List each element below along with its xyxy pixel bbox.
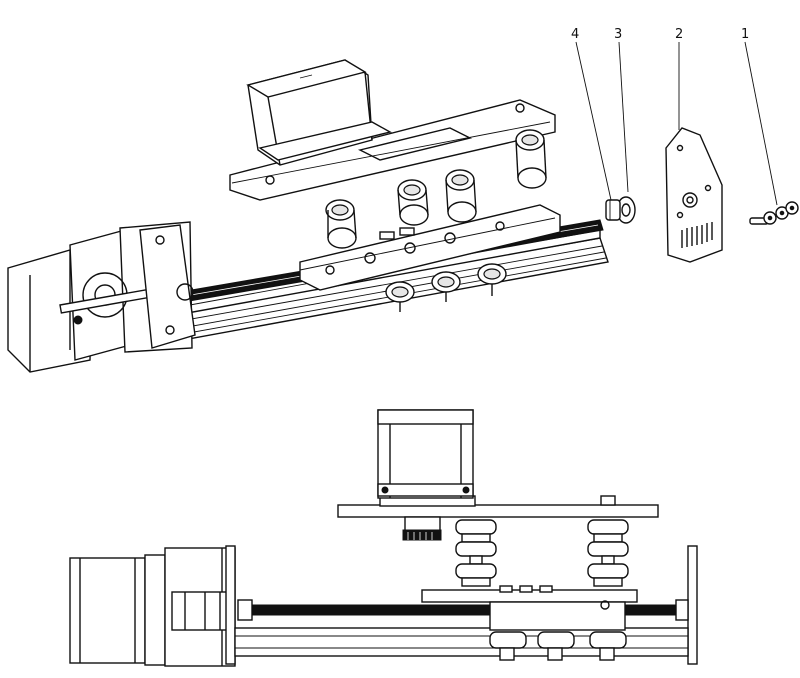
wheel: [515, 129, 547, 189]
callout-4: 4: [571, 27, 579, 42]
exploded-view: 1 2 3 4: [7, 27, 799, 373]
front-view: [69, 409, 698, 667]
left-end-plate: [139, 224, 196, 349]
front-upper-plate: [337, 495, 659, 541]
callout-leaders: [575, 41, 778, 206]
wheel: [477, 263, 507, 296]
slot-row: [681, 222, 713, 248]
wheel: [385, 281, 415, 312]
part-4-nut: [605, 199, 621, 221]
part-2-end-plate: [665, 127, 723, 263]
front-bottom-wheels: [489, 631, 627, 661]
v-wheels: [325, 129, 547, 312]
front-lower-plate: [421, 585, 638, 631]
front-motor-left: [69, 547, 236, 667]
stepper-motor-top: [246, 59, 392, 166]
front-wheel-stack-left: [455, 519, 497, 587]
callout-3: 3: [614, 27, 622, 42]
front-end-plate-right: [687, 545, 698, 665]
part-3-bearing: [616, 196, 636, 224]
front-motor-top: [377, 409, 474, 499]
front-end-plate-left: [225, 545, 236, 665]
lower-carriage-plate: [299, 204, 561, 291]
wheel: [431, 271, 461, 302]
callout-2: 2: [675, 27, 683, 42]
front-wheel-stack-right: [587, 495, 629, 587]
stepper-motor-left: [7, 221, 193, 373]
wheel: [397, 179, 429, 226]
wheel: [325, 199, 357, 249]
part-1-screws: [749, 201, 799, 225]
wheel: [445, 169, 477, 223]
callout-1: 1: [741, 27, 749, 42]
upper-carriage-plate: [229, 99, 556, 201]
